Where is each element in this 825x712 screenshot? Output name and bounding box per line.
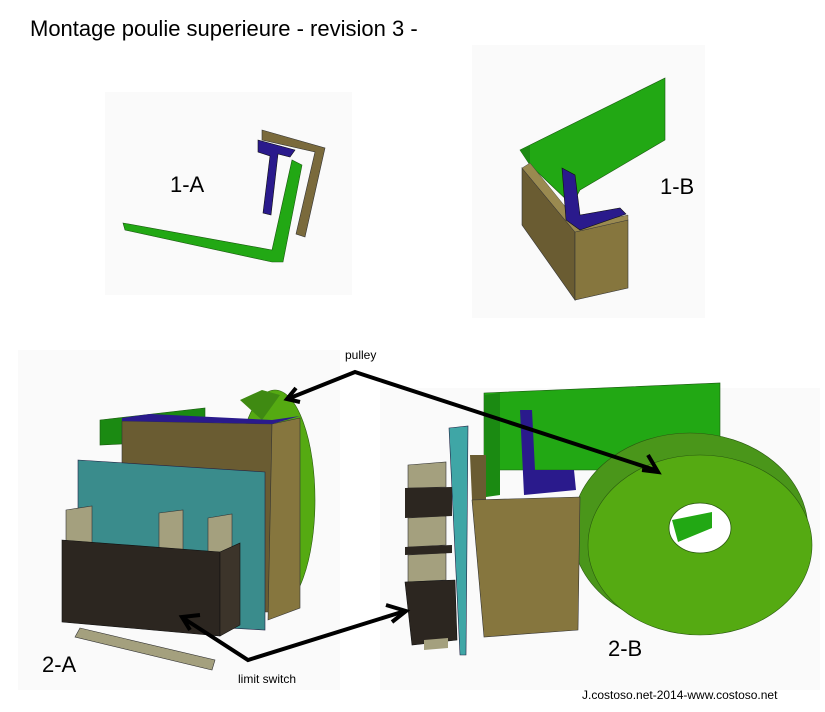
label-1b: 1-B bbox=[660, 174, 695, 199]
pulley-annotation: pulley bbox=[345, 348, 377, 362]
limit-switch-arrows bbox=[178, 603, 411, 663]
view-1b-model bbox=[519, 77, 666, 301]
credit-text: J.costoso.net-2014-www.costoso.net bbox=[582, 688, 778, 702]
label-1a: 1-A bbox=[170, 172, 205, 197]
pulley-arrows bbox=[283, 369, 662, 475]
view-2a-model bbox=[61, 389, 316, 671]
page-title: Montage poulie superieure - revision 3 - bbox=[30, 16, 418, 41]
limit-switch-annotation: limit switch bbox=[238, 672, 297, 686]
label-2a: 2-A bbox=[42, 652, 77, 677]
view-1a-model bbox=[122, 129, 326, 263]
label-2b: 2-B bbox=[608, 636, 643, 661]
view-2b-model bbox=[404, 382, 813, 656]
